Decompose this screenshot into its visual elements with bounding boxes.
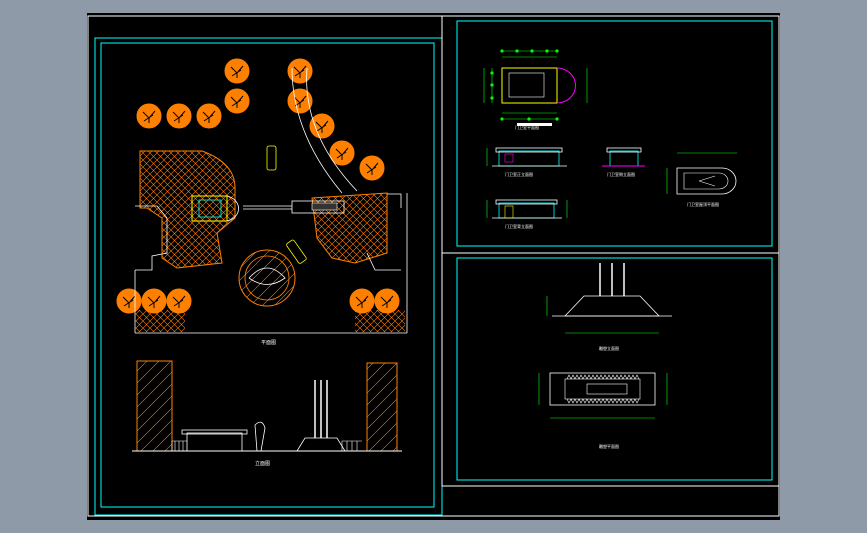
booth-detail-plan: 门卫室平面图 xyxy=(483,49,588,130)
booth-side-label: 门卫室侧立面图 xyxy=(607,171,635,177)
dim-tick xyxy=(527,117,531,121)
dim-tick xyxy=(500,117,504,121)
car-2 xyxy=(286,239,307,264)
tree-symbol xyxy=(116,288,142,314)
fountain xyxy=(238,249,296,307)
sculpture-details: 雕塑立面图 雕塑平面图 xyxy=(538,263,672,449)
elev-wall-right xyxy=(366,362,398,452)
dim-tick xyxy=(490,71,494,75)
tree-symbol xyxy=(329,140,355,166)
tree-symbol xyxy=(196,103,222,129)
booth-roof-plan: 门卫室屋顶平面图 xyxy=(666,152,737,207)
tree-symbol xyxy=(166,288,192,314)
car xyxy=(266,145,277,171)
tree-symbol xyxy=(349,288,375,314)
booth-rear-elev: 门卫室背立面图 xyxy=(486,199,568,229)
hedge-right xyxy=(355,310,405,332)
booth-rear-label: 门卫室背立面图 xyxy=(505,223,533,229)
plan-label: 平面图 xyxy=(261,340,276,346)
sculpture-plan: 雕塑平面图 xyxy=(538,372,668,449)
tree-symbol xyxy=(374,288,400,314)
hedge-left xyxy=(135,310,185,332)
booth-side-elev: 门卫室侧立面图 xyxy=(602,147,645,177)
elev-booth xyxy=(186,432,243,452)
tree-symbol xyxy=(309,113,335,139)
booth-front-elev: 门卫室正立面图 xyxy=(486,147,567,177)
booth-front-label: 门卫室正立面图 xyxy=(505,171,533,177)
gate-arm xyxy=(291,200,345,214)
dim-tick xyxy=(490,83,494,87)
planting-bed-right xyxy=(311,192,388,264)
site-plan: 平面图 xyxy=(116,58,408,346)
elevation-label: 立面图 xyxy=(255,460,270,467)
tree-symbol xyxy=(224,58,250,84)
dim-tick xyxy=(515,49,519,53)
cad-viewport[interactable]: 平面图 立面图 xyxy=(87,13,780,520)
tree-symbol xyxy=(136,103,162,129)
dim-tick xyxy=(490,96,494,100)
booth-details: 门卫室平面图 门卫室正立面图 门卫室侧立面图 门卫室背立面图 xyxy=(483,49,737,229)
booth-plan-label: 门卫室平面图 xyxy=(515,124,539,130)
dim-tick xyxy=(530,49,534,53)
sculpture-sawtooth xyxy=(566,374,640,404)
booth-plan xyxy=(191,195,228,222)
dim-tick xyxy=(555,117,559,121)
tree-symbol xyxy=(224,88,250,114)
tree-symbol xyxy=(287,58,313,84)
pavement-edge xyxy=(135,205,168,271)
elev-wall-left xyxy=(136,360,173,452)
cad-drawing: 平面图 立面图 xyxy=(87,15,780,517)
tree-symbol xyxy=(141,288,167,314)
planting-bed-left xyxy=(139,150,236,269)
elev-sculpture xyxy=(254,421,266,452)
site-elevation: 立面图 xyxy=(132,360,402,467)
tree-symbol xyxy=(359,155,385,181)
sheet-frames xyxy=(87,15,780,517)
dim-tick xyxy=(500,49,504,53)
sculpture-elevation: 雕塑立面图 xyxy=(546,263,672,351)
tree-group xyxy=(116,58,400,314)
sculpture-plan-label: 雕塑平面图 xyxy=(599,443,619,449)
dim-tick xyxy=(555,49,559,53)
booth-roof-label: 门卫室屋顶平面图 xyxy=(687,201,719,207)
tree-symbol xyxy=(166,103,192,129)
dim-tick xyxy=(545,49,549,53)
sculpture-elev-label: 雕塑立面图 xyxy=(599,345,619,351)
